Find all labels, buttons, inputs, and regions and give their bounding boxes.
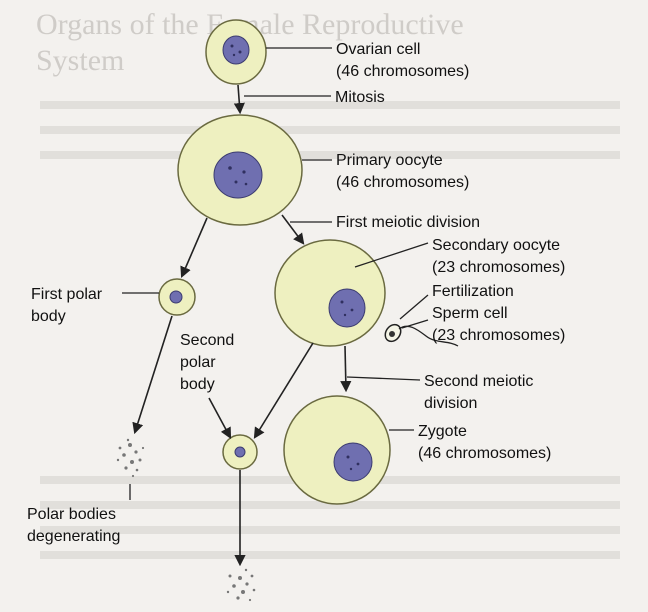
label-first-meiotic-division: First meiotic division xyxy=(336,214,480,231)
label-secondary-chromosomes: (23 chromosomes) xyxy=(432,259,565,276)
label-polar-bodies-1: Polar bodies xyxy=(27,506,116,523)
arrow-to-secondary xyxy=(281,214,305,245)
label-primary-chromosomes: (46 chromosomes) xyxy=(336,174,469,191)
arrow-mitosis xyxy=(233,84,245,115)
first-polar-body xyxy=(158,278,196,316)
ovarian-cell xyxy=(205,19,267,85)
second-polar-body xyxy=(222,434,258,470)
label-second-meiotic-1: Second meiotic xyxy=(424,373,533,390)
label-first-polar-2: body xyxy=(31,308,66,325)
label-second-polar-1: Second xyxy=(180,332,234,349)
primary-oocyte xyxy=(177,114,303,226)
label-primary-oocyte: Primary oocyte xyxy=(336,152,443,169)
secondary-oocyte xyxy=(274,239,386,347)
zygote-cell xyxy=(283,395,391,505)
arrow-to-zygote xyxy=(340,345,352,393)
label-zygote: Zygote xyxy=(418,423,467,440)
arrow-secondary-to-second-polar xyxy=(253,342,314,439)
label-second-meiotic-2: division xyxy=(424,395,477,412)
arrow-first-polar-degenerate xyxy=(132,315,173,435)
label-first-polar-1: First polar xyxy=(31,286,103,303)
label-polar-bodies-2: degenerating xyxy=(27,528,120,545)
arrow-to-first-polar xyxy=(180,217,208,279)
label-second-polar-3: body xyxy=(180,376,215,393)
label-ovarian-chromosomes: (46 chromosomes) xyxy=(336,63,469,80)
degenerating-polar-body-left xyxy=(116,438,145,478)
label-mitosis: Mitosis xyxy=(335,89,385,106)
label-sperm-chromosomes: (23 chromosomes) xyxy=(432,327,565,344)
label-sperm-cell: Sperm cell xyxy=(432,305,508,322)
label-zygote-chromosomes: (46 chromosomes) xyxy=(418,445,551,462)
background-heading-2: System xyxy=(36,44,124,77)
degenerating-polar-body-bottom xyxy=(226,568,256,602)
label-second-polar-2: polar xyxy=(180,354,216,371)
label-ovarian-cell: Ovarian cell xyxy=(336,41,420,58)
background-text-lines xyxy=(40,101,620,559)
arrow-label-to-second-polar xyxy=(208,397,232,439)
label-secondary-oocyte: Secondary oocyte xyxy=(432,237,560,254)
flow-arrows xyxy=(132,84,352,567)
label-fertilization: Fertilization xyxy=(432,283,514,300)
leader-lines xyxy=(122,47,429,500)
